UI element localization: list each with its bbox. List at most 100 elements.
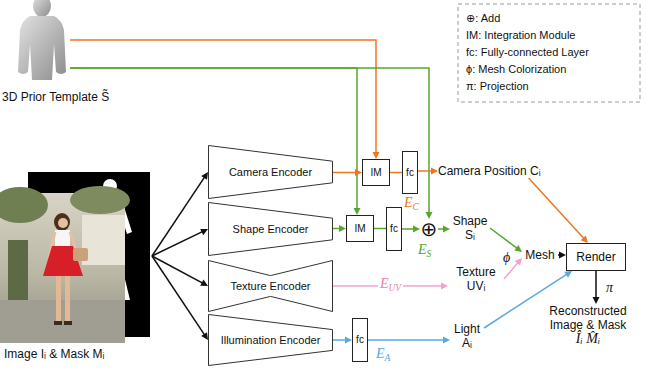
connector-line (374, 228, 386, 230)
node-text: Texture Encoder (230, 279, 310, 293)
connector (70, 68, 361, 215)
arrowhead (441, 283, 448, 290)
photo-hair (54, 213, 70, 231)
fc-box: fc (402, 151, 418, 194)
arrowhead (373, 152, 380, 159)
math-label: EC (404, 195, 419, 215)
encoder-shape (209, 203, 333, 256)
connector (390, 172, 402, 173)
template-figure: 3D Prior Template S̃ (4, 0, 70, 80)
legend-entry: IM: Integration Module (466, 27, 575, 44)
output-text: Camera Position Cᵢ (438, 164, 541, 178)
legend-entry: ϕ: Mesh Colorization (466, 61, 566, 78)
arrowhead (345, 337, 352, 344)
arrowhead (200, 280, 208, 286)
edge-label: π (606, 280, 613, 295)
encoder-shape (209, 146, 333, 199)
connector (529, 178, 588, 243)
node-text: ⊕ (421, 219, 438, 239)
math-label: ϕ (503, 250, 510, 265)
node-text: Shape Sᵢ (450, 214, 490, 242)
connector (152, 229, 208, 256)
connector (402, 226, 420, 233)
input-image: Image Iᵢ & Mask Mᵢ (0, 170, 152, 342)
photo-face (58, 218, 68, 228)
connector (152, 256, 208, 340)
connector-line (333, 339, 347, 341)
subscript: A (385, 353, 391, 363)
encoder-trapezoid: Shape Encoder (208, 202, 333, 256)
connector (418, 168, 438, 175)
encoder-trapezoid: Camera Encoder (208, 145, 333, 199)
legend-entry: ⊕: Add (466, 10, 500, 27)
connector-line (152, 256, 204, 284)
connector-line (70, 68, 429, 214)
connector-line (152, 256, 205, 336)
connector-line (70, 68, 357, 210)
node-text: IM (354, 223, 365, 235)
arrowhead (354, 208, 361, 215)
node-text: 3D Prior Template S̃ (2, 90, 109, 104)
node-text: Light Aᵢ (450, 322, 484, 350)
connector (438, 226, 450, 233)
photo-tree (0, 187, 48, 223)
add-symbol: ⊕ (420, 219, 438, 239)
arrowhead (413, 226, 420, 233)
arrowhead (443, 226, 450, 233)
node-text: Mesh (525, 248, 554, 262)
arrowhead (443, 337, 450, 344)
edge-label: EUV (378, 276, 403, 296)
node-text: Camera Position Cᵢ (438, 164, 541, 178)
connector (368, 337, 450, 344)
encoder-hourglass: Texture Encoder (208, 260, 333, 312)
arrowhead (426, 212, 433, 219)
math-label: ES (418, 242, 431, 262)
photo-leg (65, 276, 70, 322)
photo-shoe (54, 321, 62, 325)
connector (333, 169, 362, 176)
photo-tree (70, 186, 130, 214)
connector (558, 252, 566, 259)
photo-leg (56, 276, 61, 322)
arrowhead (593, 297, 600, 304)
subscript: C (413, 202, 419, 212)
node-text: IM (370, 167, 381, 179)
template-head (33, 0, 51, 17)
connector (374, 228, 386, 229)
arrowhead (564, 271, 572, 278)
output-text: Reconstructed Image & MaskÎᵢ M̂ᵢ (538, 304, 638, 346)
connector (152, 256, 208, 286)
subscript: UV (388, 283, 401, 293)
photo-building (82, 215, 125, 265)
render-box: Render (566, 243, 626, 271)
arrowhead (431, 168, 438, 175)
photo-bag (73, 248, 88, 261)
node-text: Reconstructed Image & Mask (538, 304, 638, 332)
connector-line (70, 40, 376, 154)
template-body (18, 16, 66, 80)
legend-entry: fc: Fully-connected Layer (466, 44, 589, 61)
node-text: Camera Encoder (229, 165, 312, 179)
output-text: Light Aᵢ (450, 322, 484, 350)
output-text: Mesh (522, 248, 558, 262)
encoder-shape (209, 261, 333, 312)
encoder-trapezoid: Illumination Encoder (208, 314, 333, 366)
photo-pavement (0, 300, 125, 343)
arrowhead (581, 235, 588, 243)
photo-shrub (8, 240, 28, 300)
module-box: IM (362, 159, 390, 186)
connector-line (368, 339, 445, 341)
photo-shoe (64, 321, 72, 325)
node-text: Texture UVᵢ (448, 265, 504, 293)
connector (70, 40, 380, 159)
connector-line (490, 228, 518, 249)
connector-line (529, 178, 585, 239)
arrowhead (355, 169, 362, 176)
arrowhead (200, 229, 208, 235)
legend-entry: π: Projection (466, 78, 529, 95)
node-text: fc (406, 167, 414, 179)
encoder-shape (209, 315, 333, 366)
subscript: S (427, 249, 432, 259)
photo-picture (0, 186, 130, 343)
connector-line (595, 271, 597, 299)
